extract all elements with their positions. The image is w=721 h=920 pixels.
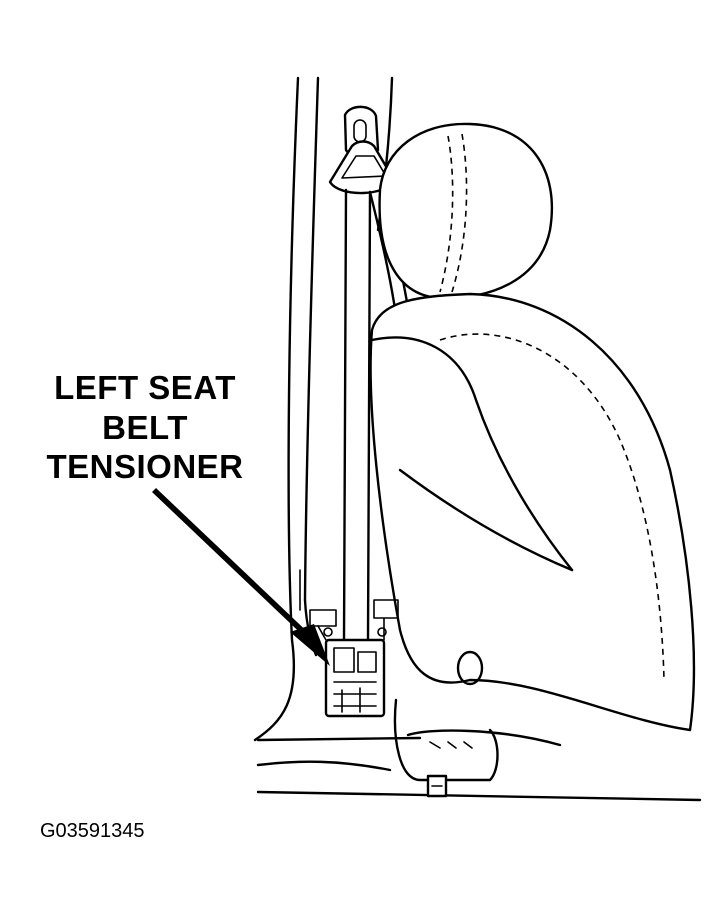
callout-label-line1: LEFT SEAT: [54, 369, 236, 406]
seat-back: [369, 292, 696, 732]
callout-label-line2: BELT: [102, 409, 188, 446]
seat-headrest: [378, 122, 554, 300]
callout-arrow: [152, 488, 330, 666]
figure-id: G03591345: [40, 820, 145, 842]
callout-label-line3: TENSIONER: [46, 448, 244, 485]
b-pillar: [253, 76, 702, 802]
seat-belt-tensioner: [309, 599, 399, 718]
seat-base: [393, 698, 562, 798]
